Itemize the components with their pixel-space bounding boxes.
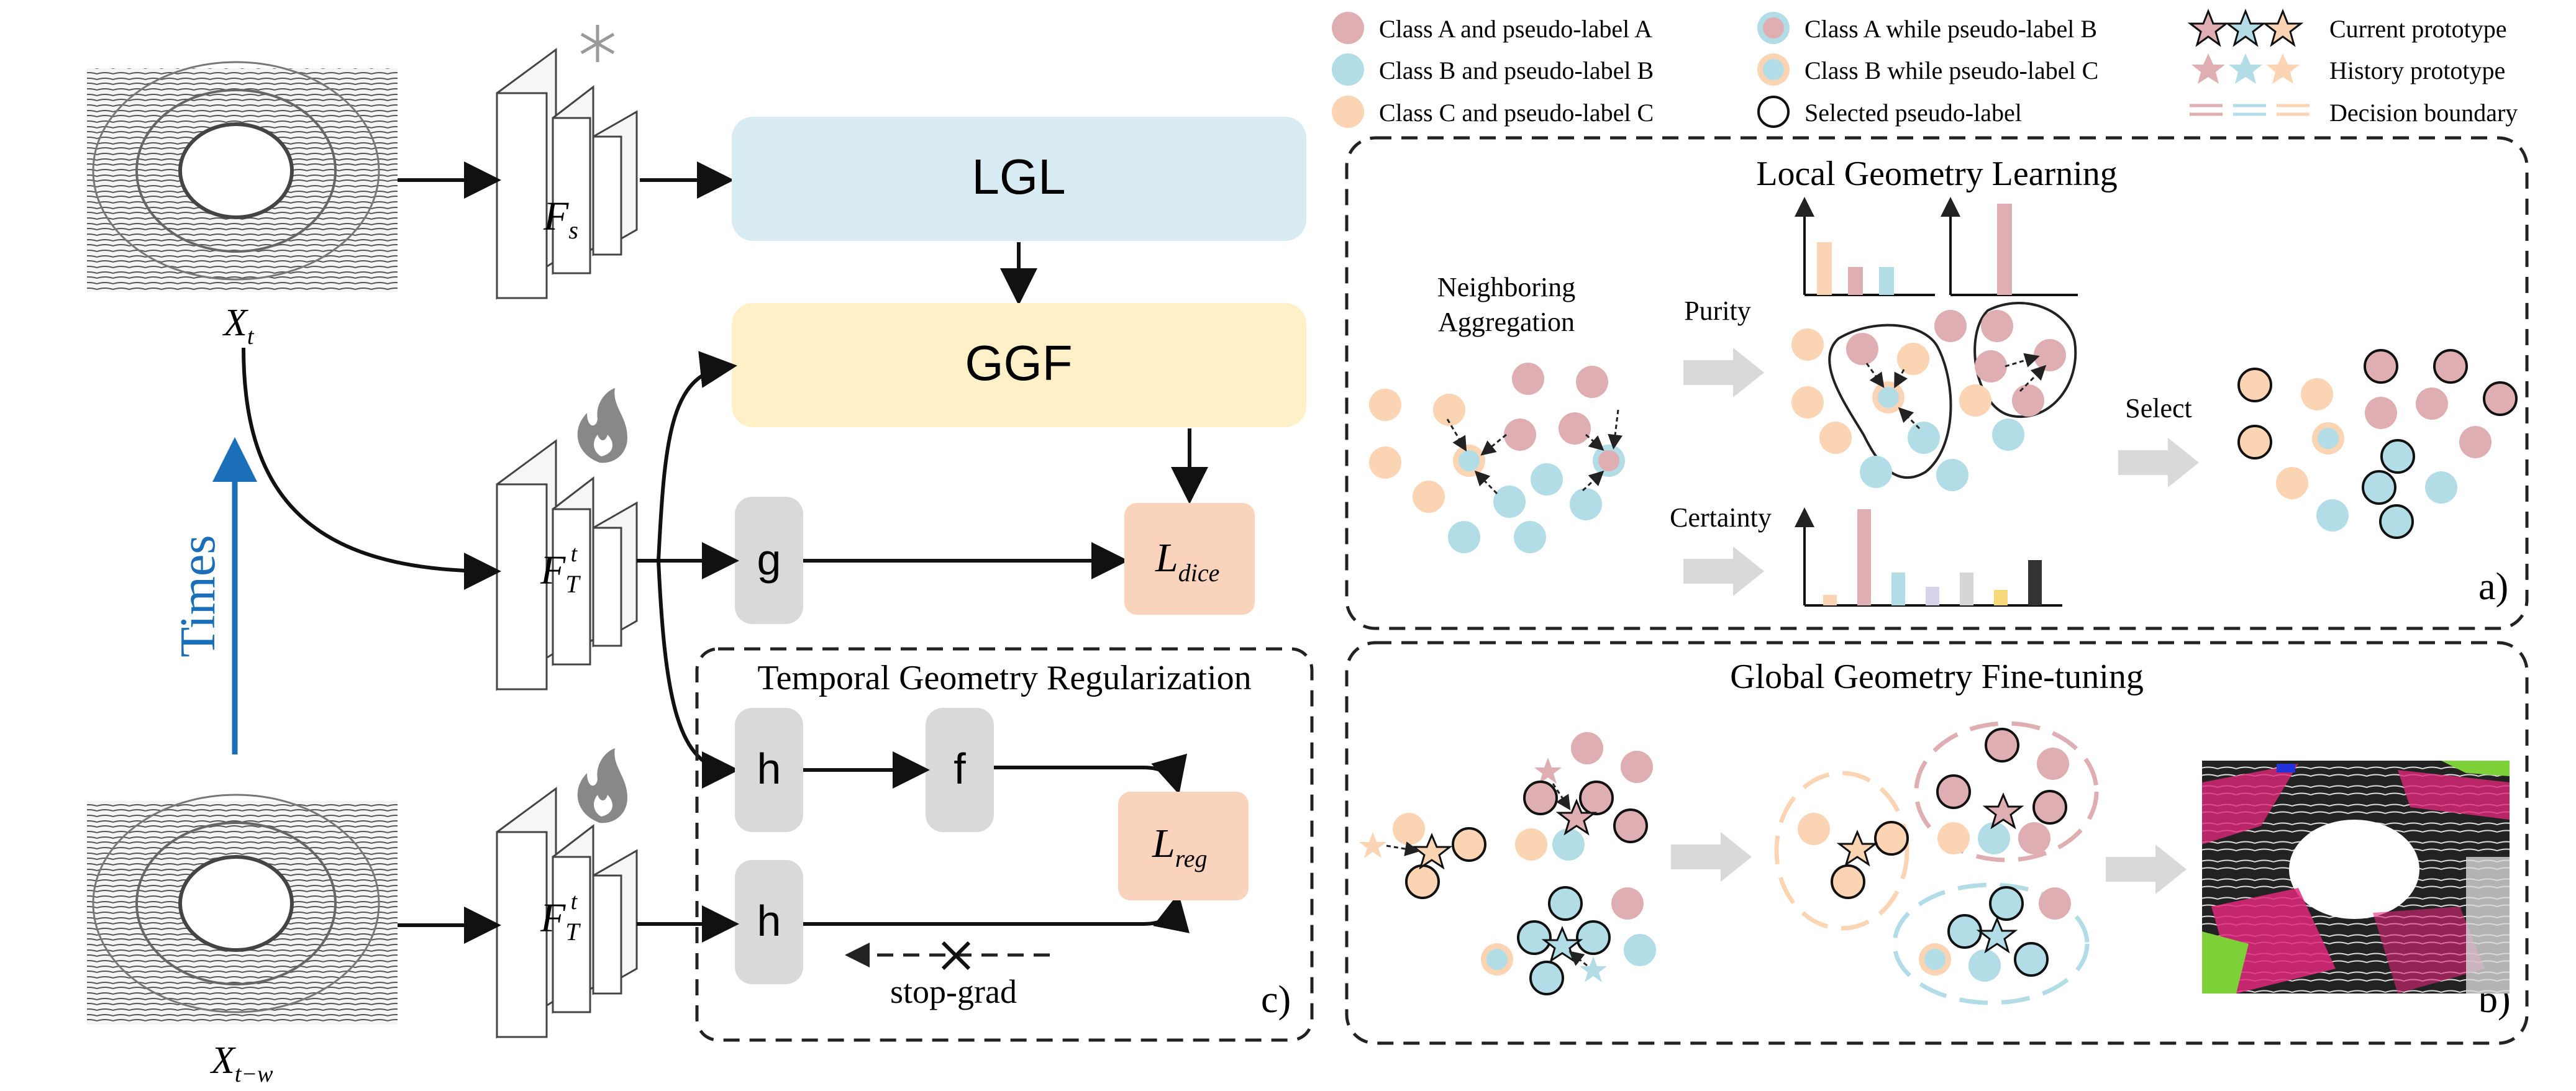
arrow-f-to-lreg xyxy=(994,753,1188,795)
h1-label: h xyxy=(757,745,781,793)
result-arrow xyxy=(2106,844,2187,894)
certainty-arrow xyxy=(1683,546,1764,596)
flame-icon xyxy=(577,388,627,463)
select-arrow xyxy=(2118,438,2199,487)
stop-grad-label: stop-grad xyxy=(890,973,1017,1010)
select-label: Select xyxy=(2125,393,2192,423)
neighbor-cluster xyxy=(1369,363,1625,553)
arrow-ft-to-h1 xyxy=(657,560,739,789)
f-label: f xyxy=(953,745,966,793)
svg-text:Selected pseudo-label: Selected pseudo-label xyxy=(1805,99,2022,127)
purity-label: Purity xyxy=(1684,296,1751,326)
panel-c-title: Temporal Geometry Regularization xyxy=(757,659,1251,697)
xtw-label: Xt−w xyxy=(209,1039,273,1087)
f-head xyxy=(926,708,994,832)
arrow-ft-to-ggf xyxy=(657,351,737,561)
encoder-ft-current: FTt xyxy=(496,439,638,691)
ggf-label: GGF xyxy=(965,335,1072,391)
segmentation-result xyxy=(2202,761,2510,994)
finetune-arrow xyxy=(1671,832,1752,882)
ft-history-label: FTt xyxy=(540,889,581,946)
svg-text:Class B while pseudo-label C: Class B while pseudo-label C xyxy=(1805,57,2098,84)
purity-arrow xyxy=(1683,348,1764,397)
times-label: Times xyxy=(171,535,225,657)
g-head xyxy=(735,497,803,624)
panel-a-title: Local Geometry Learning xyxy=(1756,155,2118,193)
h-head-2 xyxy=(735,860,803,984)
stop-grad-cross-icon xyxy=(941,941,971,971)
encoder-ft-history: FTt xyxy=(496,787,638,1039)
svg-text:Class B and pseudo-label B: Class B and pseudo-label B xyxy=(1379,57,1654,84)
snowflake-icon xyxy=(580,25,615,62)
panel-b xyxy=(1345,641,2529,1045)
h-head-1 xyxy=(735,708,803,832)
panel-b-title: Global Geometry Fine-tuning xyxy=(1730,658,2144,696)
lidar-scan-xt xyxy=(87,61,398,292)
fs-label: Fs xyxy=(543,194,578,244)
arrow-xt-to-ft xyxy=(242,347,501,590)
ft-current-label: FTt xyxy=(540,541,581,598)
purity-histogram-pure xyxy=(1941,197,2078,296)
certainty-label: Certainty xyxy=(1670,502,1772,533)
ggf-block xyxy=(732,303,1306,427)
current-prototype-star-icons xyxy=(2187,8,2304,47)
lreg-box xyxy=(1118,792,1249,900)
lgl-block xyxy=(732,117,1306,241)
lreg-label: Lreg xyxy=(1152,821,1208,872)
svg-text:Class A and pseudo-label A: Class A and pseudo-label A xyxy=(1379,15,1652,43)
purity-histogram-mixed xyxy=(1795,197,1935,296)
g-label: g xyxy=(757,535,781,584)
prototype-cluster-before xyxy=(1359,732,1656,995)
aggregation-label: Aggregation xyxy=(1438,307,1575,337)
svg-text:Decision boundary: Decision boundary xyxy=(2329,99,2518,127)
panel-a xyxy=(1345,136,2529,630)
panel-c-tag: c) xyxy=(1261,979,1291,1021)
purity-groups xyxy=(1791,302,2077,491)
panel-a-tag: a) xyxy=(2478,566,2508,608)
prototype-cluster-after xyxy=(1774,721,2099,1005)
selected-labels xyxy=(2237,349,2518,539)
svg-text:History prototype: History prototype xyxy=(2329,57,2505,84)
lidar-scan-xtw xyxy=(87,794,398,1025)
decision-boundary-icons xyxy=(2190,104,2310,116)
neighboring-label: Neighboring xyxy=(1437,272,1575,302)
h2-label: h xyxy=(757,897,781,945)
ldice-box xyxy=(1124,503,1255,615)
encoder-fs: Fs xyxy=(496,48,638,300)
history-prototype-star-icons xyxy=(2191,53,2300,84)
svg-text:Class A while pseudo-label B: Class A while pseudo-label B xyxy=(1805,15,2097,43)
ldice-label: Ldice xyxy=(1155,535,1219,587)
svg-text:Class C and pseudo-label C: Class C and pseudo-label C xyxy=(1379,99,1654,127)
certainty-histogram xyxy=(1795,507,2062,607)
lgl-label: LGL xyxy=(972,149,1065,204)
legend: Class A and pseudo-label A Class B and p… xyxy=(1332,8,2518,128)
arrow-h2-to-lreg xyxy=(803,893,1190,933)
flame-icon xyxy=(577,748,627,823)
xt-label: Xt xyxy=(222,302,255,350)
svg-text:Current prototype: Current prototype xyxy=(2329,15,2507,43)
